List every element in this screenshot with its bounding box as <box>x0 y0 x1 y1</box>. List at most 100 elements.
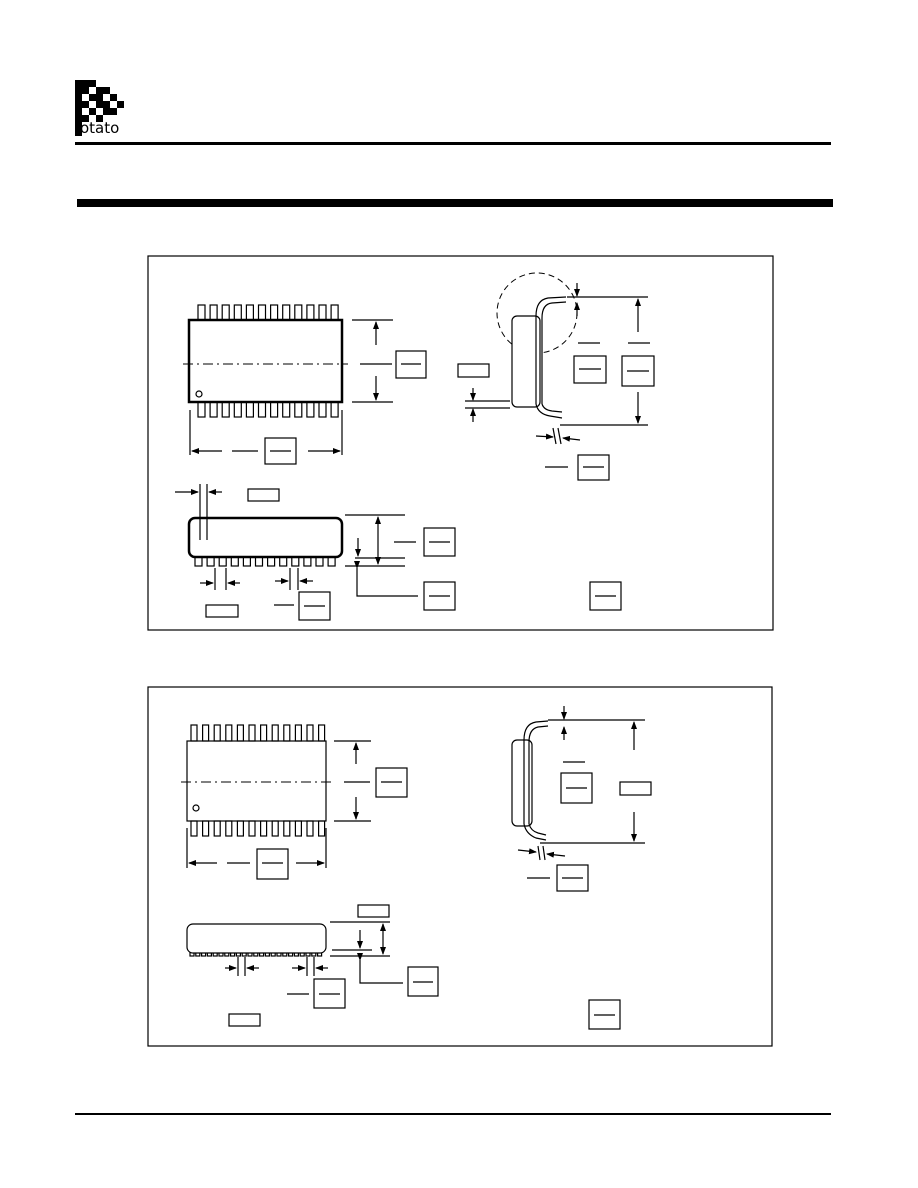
end-view <box>511 706 652 892</box>
lead <box>197 401 206 418</box>
dimension-box <box>228 1013 261 1027</box>
lead <box>236 724 244 742</box>
lead <box>202 820 210 837</box>
lead <box>330 401 339 418</box>
dimension-box <box>560 772 593 804</box>
dimension-box <box>556 864 589 892</box>
dimension-box <box>375 767 408 798</box>
lead <box>283 724 291 742</box>
lead <box>306 401 315 418</box>
logo-square <box>96 87 103 94</box>
logo-stem <box>75 80 79 133</box>
lead <box>190 820 198 837</box>
chip-body-side <box>511 739 533 827</box>
dimension-box <box>573 355 607 384</box>
logo-square <box>103 87 110 94</box>
logo-square <box>82 101 89 108</box>
lead <box>213 724 221 742</box>
lead <box>294 820 302 837</box>
side-view <box>175 484 622 621</box>
lead <box>221 401 230 418</box>
lead <box>318 304 327 321</box>
logo-square <box>96 115 103 122</box>
chip-body-side <box>186 923 327 954</box>
lead <box>233 401 242 418</box>
header-rule <box>75 142 831 145</box>
pin1-marker <box>192 804 200 812</box>
package-drawing-2 <box>147 686 773 1047</box>
dimension-box <box>619 781 652 796</box>
lead <box>294 724 302 742</box>
company-logo: otato <box>75 80 124 137</box>
lead <box>236 820 244 837</box>
dimension-box <box>357 904 390 918</box>
figure-frame <box>147 686 773 1047</box>
dimension-box <box>457 363 490 378</box>
lead <box>318 401 327 418</box>
lead <box>209 401 218 418</box>
dimension-box <box>247 488 280 502</box>
lead-profile <box>535 296 567 404</box>
end-view <box>457 272 655 481</box>
chip-body-side <box>187 516 344 559</box>
lead <box>271 820 279 837</box>
dimension-box <box>621 355 655 387</box>
lead <box>225 820 233 837</box>
lead <box>257 304 267 321</box>
dimension-box <box>407 966 439 997</box>
dimension-box <box>577 454 610 481</box>
logo-square <box>110 94 117 101</box>
dimension-box <box>395 350 427 379</box>
lead <box>318 820 326 837</box>
top-view <box>181 724 408 880</box>
logo-square <box>110 108 117 115</box>
lead <box>282 304 291 321</box>
lead <box>245 401 254 418</box>
logo-text: otato <box>80 119 119 137</box>
lead <box>257 401 267 418</box>
figure-frame <box>147 255 774 631</box>
section-bar <box>77 199 833 207</box>
lead <box>330 304 339 321</box>
lead <box>271 724 279 742</box>
lead <box>190 724 198 742</box>
lead <box>270 304 279 321</box>
lead <box>270 401 279 418</box>
logo-square <box>82 87 89 94</box>
dimension-box <box>256 848 289 880</box>
lead <box>282 401 291 418</box>
top-view <box>183 304 427 465</box>
logo-square <box>103 108 110 115</box>
logo-square <box>89 94 96 101</box>
logo-square <box>89 108 96 115</box>
lead <box>294 401 303 418</box>
logo-square <box>89 80 96 87</box>
dimension-box <box>313 978 346 1009</box>
side-view <box>186 904 621 1030</box>
logo-square <box>82 80 89 87</box>
lead <box>283 820 291 837</box>
dimension-box <box>298 591 331 621</box>
dimension-box <box>588 999 621 1030</box>
chip-body <box>187 318 344 404</box>
lead <box>197 304 206 321</box>
lead <box>225 724 233 742</box>
lead <box>233 304 242 321</box>
logo-square <box>103 101 110 108</box>
lead <box>318 724 326 742</box>
lead <box>306 820 314 837</box>
lead <box>306 304 315 321</box>
lead <box>209 304 218 321</box>
lead <box>294 304 303 321</box>
chip-body-side <box>511 315 541 408</box>
package-drawing-1 <box>147 255 774 631</box>
footer-rule <box>75 1113 831 1115</box>
logo-square <box>96 94 103 101</box>
lead-profile <box>523 720 549 824</box>
lead <box>202 724 210 742</box>
lead <box>245 304 254 321</box>
pin1-marker <box>195 390 203 398</box>
lead <box>221 304 230 321</box>
logo-square <box>82 115 89 122</box>
